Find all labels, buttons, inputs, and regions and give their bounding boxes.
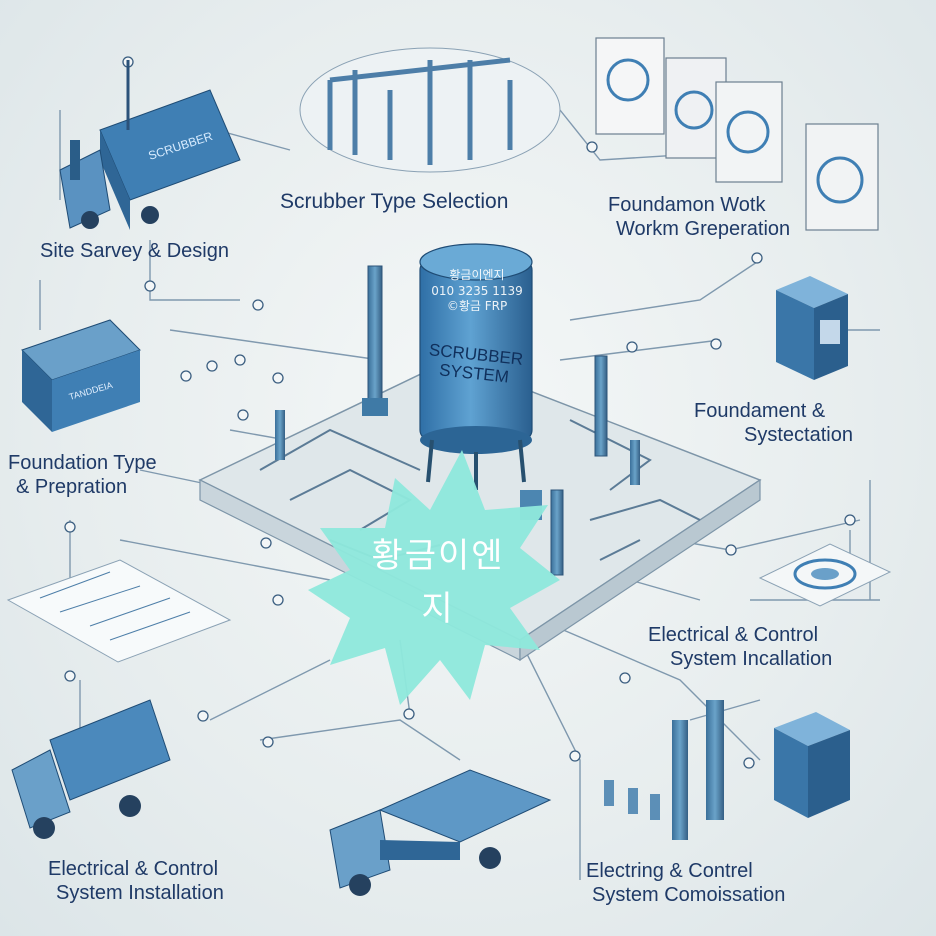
label-electrical-right: Electrical & Control System Incallation [648,624,832,671]
label-electrical-left-line2: System Installation [56,881,224,904]
badge-text: 황금이엔 지 [318,530,558,635]
truck-bottom-center [329,769,552,896]
badge-burst [308,450,560,705]
label-foundation-work: Foundamon Wotk Workm Greperation [608,194,790,241]
watermark-name: 황금이엔지 [449,268,505,282]
label-foundament-line2: Systectation [744,423,853,446]
label-site-survey-text: Site Sarvey & Design [40,240,229,262]
control-panels-top-right [595,37,879,231]
label-scrubber-type: Scrubber Type Selection [280,190,508,215]
scrubber-tank [419,243,533,490]
label-foundation-type: Foundation Type & Prepration [8,452,157,499]
equipment-box-left: TANDDEIA [21,319,141,432]
truck-top-left: SCRUBBER [59,60,241,230]
label-foundation-type-line1: Foundation Type [8,452,157,474]
scrubber-pipes-top [299,47,561,173]
label-electrical-right-line2: System Incallation [670,647,833,670]
label-electrical-left-line1: Electrical & Control [48,858,219,880]
label-site-survey: Site Sarvey & Design [40,240,229,264]
pipes-bottom-right [604,700,850,840]
badge-line2: 지 [421,588,455,629]
truck-bottom-left [11,699,171,839]
label-foundament-line1: Foundament & [694,400,826,422]
label-electring-line2: System Comoissation [592,883,786,906]
label-foundation-work-line1: Foundamon Wotk [608,194,766,216]
watermark-phone: 010 3235 1139 [431,283,523,298]
label-electring-line1: Electring & Contrel [586,860,753,882]
label-electring: Electring & Contrel System Comoissation [586,860,785,907]
label-scrubber-type-text: Scrubber Type Selection [280,190,509,213]
watermark: 황금이엔지 010 3235 1139 ©황금 FRP [412,268,542,315]
cabinet-right [776,276,848,380]
marker-pins [64,56,856,769]
label-electrical-left: Electrical & Control System Installation [48,858,224,905]
label-foundament: Foundament & Systectation [694,400,853,447]
watermark-copyright: ©황금 FRP [446,299,508,314]
label-electrical-right-line1: Electrical & Control [648,624,819,646]
document-left [6,559,232,663]
label-foundation-work-line2: Workm Greperation [616,217,791,240]
label-foundation-type-line2: & Prepration [16,475,128,498]
sensor-pad-right [758,543,892,607]
badge-line1: 황금이엔 [371,536,505,576]
